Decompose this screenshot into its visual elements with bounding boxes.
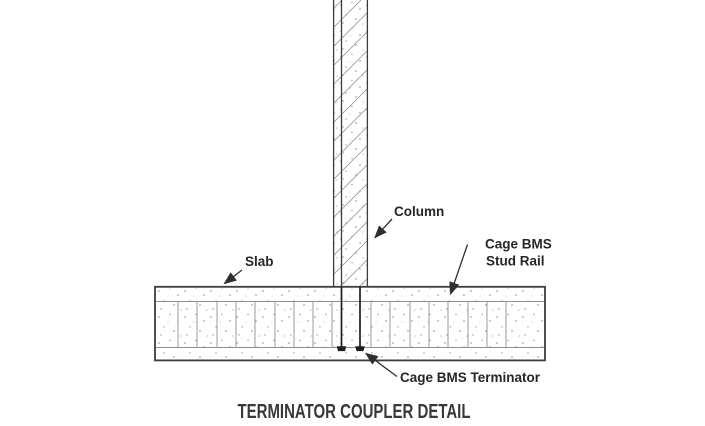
stud-rail-label-line2: Stud Rail — [486, 254, 545, 269]
slab-label: Slab — [245, 254, 274, 269]
leader-line-column — [374, 218, 393, 239]
leader-line-slab — [223, 269, 243, 285]
column-label: Column — [394, 204, 444, 219]
slab-shape — [154, 285, 546, 362]
stud-rail-label-line1: Cage BMS — [485, 237, 552, 252]
terminator-head-right — [355, 346, 365, 352]
slab-speckle-texture — [157, 288, 543, 359]
leader-line-terminator — [364, 352, 398, 378]
leader-line-stud-rail — [449, 244, 469, 296]
terminator-label: Cage BMS Terminator — [400, 370, 541, 385]
stud-lines — [177, 301, 507, 348]
terminator-head-left — [336, 346, 347, 352]
column-shape — [332, 0, 369, 287]
diagram-title: TERMINATOR COUPLER DETAIL — [238, 401, 471, 423]
column-hatch-texture — [334, 0, 367, 287]
